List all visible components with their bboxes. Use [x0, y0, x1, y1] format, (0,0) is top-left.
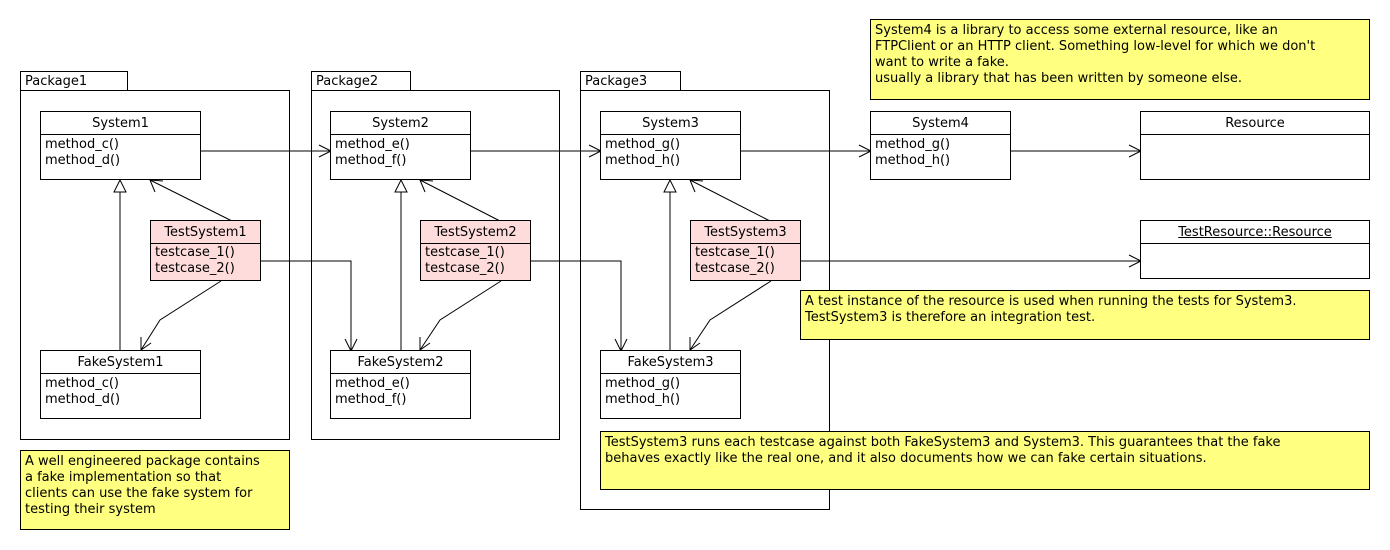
- class-testsystem2[interactable]: TestSystem2 testcase_1() testcase_2(): [420, 220, 531, 281]
- note-system4: System4 is a library to access some exte…: [870, 19, 1370, 100]
- method: testcase_2(): [155, 261, 235, 276]
- class-name: FakeSystem1: [41, 351, 200, 374]
- class-name: System3: [601, 112, 740, 135]
- edge-test3-fake3: [689, 280, 772, 351]
- class-name: TestResource::Resource: [1141, 221, 1369, 244]
- method: method_d(): [45, 153, 121, 168]
- method: method_e(): [335, 137, 410, 152]
- note-line: FTPClient or an HTTP client. Something l…: [875, 39, 1316, 54]
- class-system1[interactable]: System1 method_c() method_d(): [40, 111, 201, 180]
- class-name: System4: [871, 112, 1010, 135]
- method: testcase_1(): [425, 245, 505, 260]
- class-name: TestSystem3: [691, 221, 800, 244]
- method: testcase_1(): [155, 245, 235, 260]
- note-line: System4 is a library to access some exte…: [875, 23, 1278, 38]
- edge-test1-fake1: [140, 280, 222, 351]
- note-line: clients can use the fake system for: [25, 486, 253, 501]
- class-fakesystem1[interactable]: FakeSystem1 method_c() method_d(): [40, 350, 201, 419]
- note-line: TestSystem3 is therefore an integration …: [805, 310, 1096, 325]
- class-testsystem1[interactable]: TestSystem1 testcase_1() testcase_2(): [150, 220, 261, 281]
- note-line: want to write a fake.: [875, 55, 1009, 70]
- class-name: TestSystem1: [151, 221, 260, 244]
- note-test-instance: A test instance of the resource is used …: [800, 290, 1370, 340]
- method: testcase_2(): [425, 261, 505, 276]
- package-name: Package2: [316, 74, 379, 89]
- class-name: Resource: [1141, 112, 1369, 135]
- edge-test1-system1: [149, 179, 233, 222]
- class-system4[interactable]: System4 method_g() method_h(): [870, 111, 1011, 180]
- method: method_c(): [45, 137, 119, 152]
- edge-test1-fake2: [260, 260, 352, 350]
- class-name: TestSystem2: [421, 221, 530, 244]
- method: method_h(): [875, 153, 951, 168]
- package2: [311, 90, 560, 440]
- note-line: TestSystem3 runs each testcase against b…: [605, 435, 1281, 450]
- note-line: A well engineered package contains: [25, 454, 260, 469]
- edge-test2-fake3: [530, 260, 622, 350]
- method: method_g(): [875, 137, 951, 152]
- note-line: behaves exactly like the real one, and i…: [605, 451, 1207, 466]
- edge-test2-fake2: [419, 280, 502, 351]
- method: method_h(): [605, 392, 681, 407]
- class-name: FakeSystem3: [601, 351, 740, 374]
- class-testsystem3[interactable]: TestSystem3 testcase_1() testcase_2(): [690, 220, 801, 281]
- method: method_g(): [605, 376, 681, 391]
- package-name: Package3: [585, 74, 648, 89]
- class-resource[interactable]: Resource: [1140, 111, 1370, 180]
- method: method_d(): [45, 392, 121, 407]
- class-system3[interactable]: System3 method_g() method_h(): [600, 111, 741, 180]
- class-system2[interactable]: System2 method_e() method_f(): [330, 111, 471, 180]
- class-fakesystem2[interactable]: FakeSystem2 method_e() method_f(): [330, 350, 471, 419]
- package-name: Package1: [25, 74, 88, 89]
- class-fakesystem3[interactable]: FakeSystem3 method_g() method_h(): [600, 350, 741, 419]
- method: method_h(): [605, 153, 681, 168]
- class-name: System1: [41, 112, 200, 135]
- package1: [20, 90, 290, 440]
- class-testresource[interactable]: TestResource::Resource: [1140, 220, 1370, 279]
- method: method_f(): [335, 153, 407, 168]
- note-line: a fake implementation so that: [25, 470, 222, 485]
- generalization-head: [113, 178, 127, 193]
- method: testcase_2(): [695, 261, 775, 276]
- edge-test3-system3: [689, 179, 771, 222]
- class-name: FakeSystem2: [331, 351, 470, 374]
- arrowhead: [149, 179, 164, 193]
- method: method_c(): [45, 376, 119, 391]
- note-line: usually a library that has been written …: [875, 71, 1243, 86]
- arrowhead: [419, 179, 434, 193]
- class-name: System2: [331, 112, 470, 135]
- generalization-head: [394, 178, 408, 193]
- arrowhead: [689, 179, 704, 193]
- package3-tab: Package3: [580, 71, 681, 91]
- note-package: A well engineered package contains a fak…: [20, 450, 290, 530]
- method: method_f(): [335, 392, 407, 407]
- method: method_e(): [335, 376, 410, 391]
- method: method_g(): [605, 137, 681, 152]
- edge-test2-system2: [419, 179, 501, 222]
- note-line: A test instance of the resource is used …: [805, 294, 1297, 309]
- note-testsystem3: TestSystem3 runs each testcase against b…: [600, 431, 1370, 490]
- method: testcase_1(): [695, 245, 775, 260]
- note-line: testing their system: [25, 502, 156, 517]
- generalization-head: [663, 178, 677, 193]
